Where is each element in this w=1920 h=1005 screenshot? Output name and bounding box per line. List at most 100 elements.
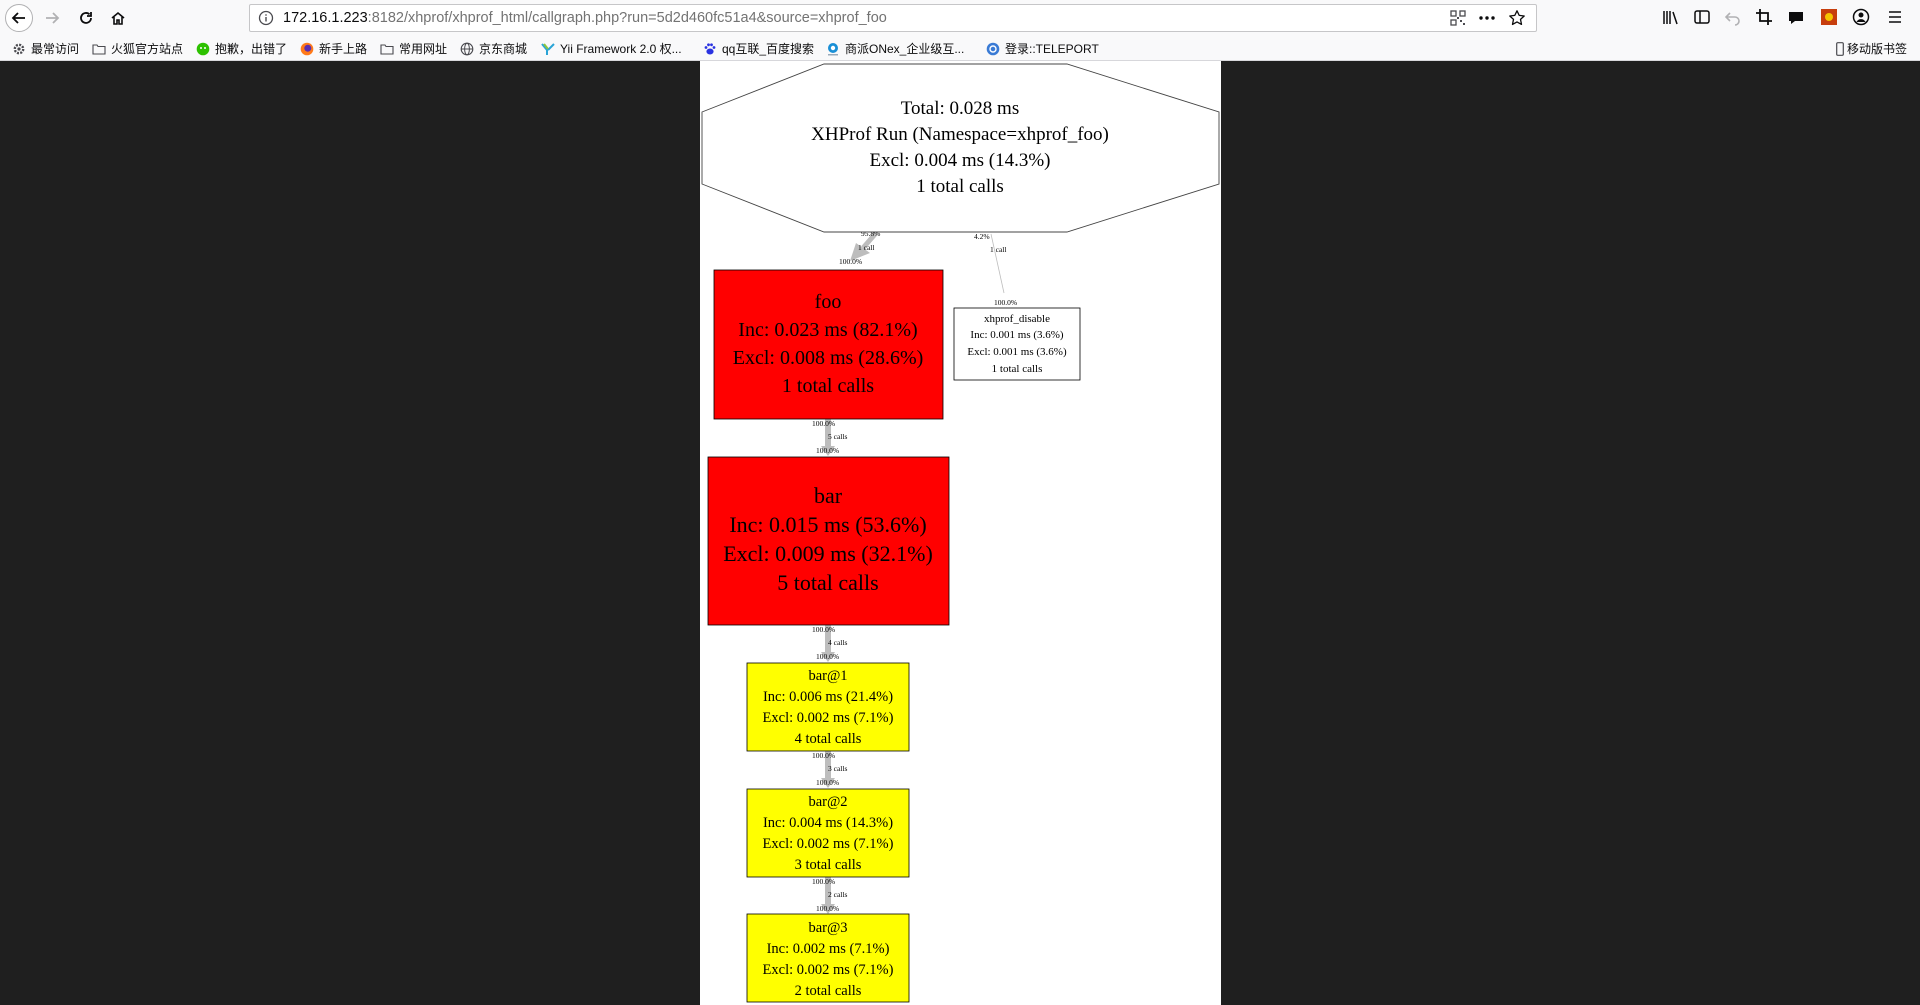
qr-code-icon[interactable] — [1450, 10, 1466, 26]
bookmark-onex[interactable]: 商派ONex_企业级互... — [826, 40, 964, 57]
address-bar[interactable]: 172.16.1.223:8182/xhprof/xhprof_html/cal… — [249, 4, 1537, 32]
edge-bar2-bar3: 100.0% 2 calls 100.0% — [812, 877, 847, 914]
bookmark-most-visited[interactable]: 最常访问 — [12, 40, 79, 57]
bookmark-qq-baidu-search[interactable]: qq互联_百度搜索 — [703, 40, 814, 57]
firefox-icon — [300, 42, 314, 56]
node-calls: 1 total calls — [782, 375, 874, 397]
node-root[interactable]: Total: 0.028 ms XHProf Run (Namespace=xh… — [701, 63, 1220, 233]
edge-tail-label: 100.0% — [812, 877, 835, 886]
edge-bar-bar1: 100.0% 4 calls 100.0% — [812, 625, 847, 662]
crop-icon[interactable] — [1755, 8, 1773, 26]
back-button[interactable] — [5, 4, 33, 32]
edge-root-xhprof-disable: 4.2% 1 call 100.0% — [974, 232, 1017, 307]
bookmark-folder-firefox-official[interactable]: 火狐官方站点 — [92, 40, 183, 57]
url-text: 172.16.1.223:8182/xhprof/xhprof_html/cal… — [283, 10, 887, 26]
reload-button[interactable] — [72, 4, 100, 32]
edge-tail-label: 95.8% — [861, 229, 880, 238]
node-exclusive: Excl: 0.002 ms (7.1%) — [763, 962, 894, 978]
edge-tail-label: 100.0% — [812, 751, 835, 760]
node-bar-3[interactable]: bar@3 Inc: 0.002 ms (7.1%) Excl: 0.002 m… — [746, 913, 910, 1003]
callgraph-page: 95.8% 1 call 100.0% 4.2% 1 call 100.0% 1… — [700, 61, 1221, 1005]
node-foo[interactable]: foo Inc: 0.023 ms (82.1%) Excl: 0.008 ms… — [713, 269, 944, 420]
bookmark-label: 抱歉，出错了 — [215, 42, 288, 56]
account-icon[interactable] — [1852, 8, 1870, 26]
edge-bar1-bar2: 100.0% 3 calls 100.0% — [812, 751, 847, 788]
bookmarks-bar: 最常访问 火狐官方站点 抱歉，出错了 新手上路 常用网址 京东商城 Yii Fr… — [0, 36, 1920, 61]
teleport-icon — [986, 42, 1000, 56]
node-inclusive: Inc: 0.001 ms (3.6%) — [970, 329, 1064, 341]
node-name: bar@1 — [808, 668, 847, 684]
bookmark-label: 移动版书签 — [1847, 42, 1908, 56]
url-host: 172.16.1.223 — [283, 10, 368, 26]
more-actions-icon[interactable] — [1478, 10, 1496, 26]
edge-head-label: 100.0% — [839, 257, 862, 266]
node-inclusive: Inc: 0.015 ms (53.6%) — [729, 512, 926, 537]
node-calls: 2 total calls — [795, 983, 862, 999]
reload-icon — [80, 12, 92, 24]
edge-head-label: 100.0% — [816, 652, 839, 661]
node-bar-2[interactable]: bar@2 Inc: 0.004 ms (14.3%) Excl: 0.002 … — [746, 788, 910, 878]
globe-icon — [460, 42, 474, 56]
node-xhprof-disable[interactable]: xhprof_disable Inc: 0.001 ms (3.6%) Excl… — [953, 307, 1081, 381]
info-icon[interactable] — [258, 10, 274, 26]
bookmark-label: 商派ONex_企业级互... — [845, 42, 965, 56]
bookmark-label: 新手上路 — [319, 42, 368, 56]
edge-calls-label: 1 call — [990, 245, 1006, 254]
star-icon[interactable] — [1508, 9, 1526, 27]
node-exclusive: Excl: 0.002 ms (7.1%) — [763, 710, 894, 726]
sidebar-icon[interactable] — [1693, 8, 1711, 26]
menu-icon[interactable] — [1886, 8, 1904, 26]
node-name: xhprof_disable — [984, 313, 1050, 325]
bookmark-jd-mall[interactable]: 京东商城 — [460, 40, 527, 57]
bookmark-yii-framework[interactable]: Yii Framework 2.0 权... — [541, 40, 682, 57]
node-bar-1[interactable]: bar@1 Inc: 0.006 ms (21.4%) Excl: 0.002 … — [746, 662, 910, 752]
edge-tail-label: 100.0% — [812, 625, 835, 634]
gear-icon — [12, 42, 26, 56]
node-calls: 3 total calls — [795, 857, 862, 873]
extension-icon[interactable] — [1820, 8, 1838, 26]
edge-calls-label: 3 calls — [828, 764, 847, 773]
edge-root-foo: 95.8% 1 call 100.0% — [839, 229, 880, 266]
node-calls: 4 total calls — [795, 731, 862, 747]
folder-icon — [92, 42, 106, 56]
arrow-left-icon — [11, 12, 25, 24]
forward-button[interactable] — [38, 4, 66, 32]
yii-icon — [541, 42, 555, 56]
bookmark-folder-common-sites[interactable]: 常用网址 — [380, 40, 447, 57]
bookmark-label: 最常访问 — [31, 42, 80, 56]
node-exclusive: Excl: 0.002 ms (7.1%) — [763, 836, 894, 852]
bookmark-mobile[interactable]: 移动版书签 — [1836, 40, 1907, 57]
edge-calls-label: 5 calls — [828, 432, 847, 441]
bookmark-label: 常用网址 — [399, 42, 448, 56]
bookmark-error-page[interactable]: 抱歉，出错了 — [196, 40, 287, 57]
node-name: bar@3 — [808, 920, 847, 936]
edge-head-label: 100.0% — [994, 298, 1017, 307]
bookmark-getting-started[interactable]: 新手上路 — [300, 40, 367, 57]
bookmark-label: Yii Framework 2.0 权... — [560, 42, 682, 56]
node-name: bar@2 — [808, 794, 847, 810]
node-inclusive: Inc: 0.004 ms (14.3%) — [763, 815, 893, 831]
library-icon[interactable] — [1662, 8, 1680, 26]
node-name: bar — [814, 483, 843, 508]
bookmark-teleport-login[interactable]: 登录::TELEPORT — [986, 40, 1099, 57]
node-name: foo — [815, 291, 842, 313]
node-exclusive: Excl: 0.008 ms (28.6%) — [733, 347, 924, 369]
home-icon — [111, 11, 125, 25]
arrow-right-icon — [46, 12, 60, 24]
edge-calls-label: 2 calls — [828, 890, 847, 899]
bookmark-label: 火狐官方站点 — [111, 42, 184, 56]
home-button[interactable] — [104, 4, 132, 32]
node-inclusive: Inc: 0.023 ms (82.1%) — [738, 319, 917, 341]
node-bar[interactable]: bar Inc: 0.015 ms (53.6%) Excl: 0.009 ms… — [707, 456, 950, 626]
chat-icon[interactable] — [1787, 8, 1805, 26]
phone-icon — [1836, 41, 1844, 56]
url-path: :8182/xhprof/xhprof_html/callgraph.php?r… — [367, 10, 887, 26]
undo-icon[interactable] — [1724, 8, 1742, 26]
edge-head-label: 100.0% — [816, 904, 839, 913]
edge-tail-label: 100.0% — [812, 419, 835, 428]
wechat-icon — [196, 42, 210, 56]
edge-calls-label: 1 call — [858, 243, 874, 252]
folder-icon — [380, 42, 394, 56]
node-inclusive: Inc: 0.002 ms (7.1%) — [767, 941, 890, 957]
bookmark-label: qq互联_百度搜索 — [722, 42, 815, 56]
